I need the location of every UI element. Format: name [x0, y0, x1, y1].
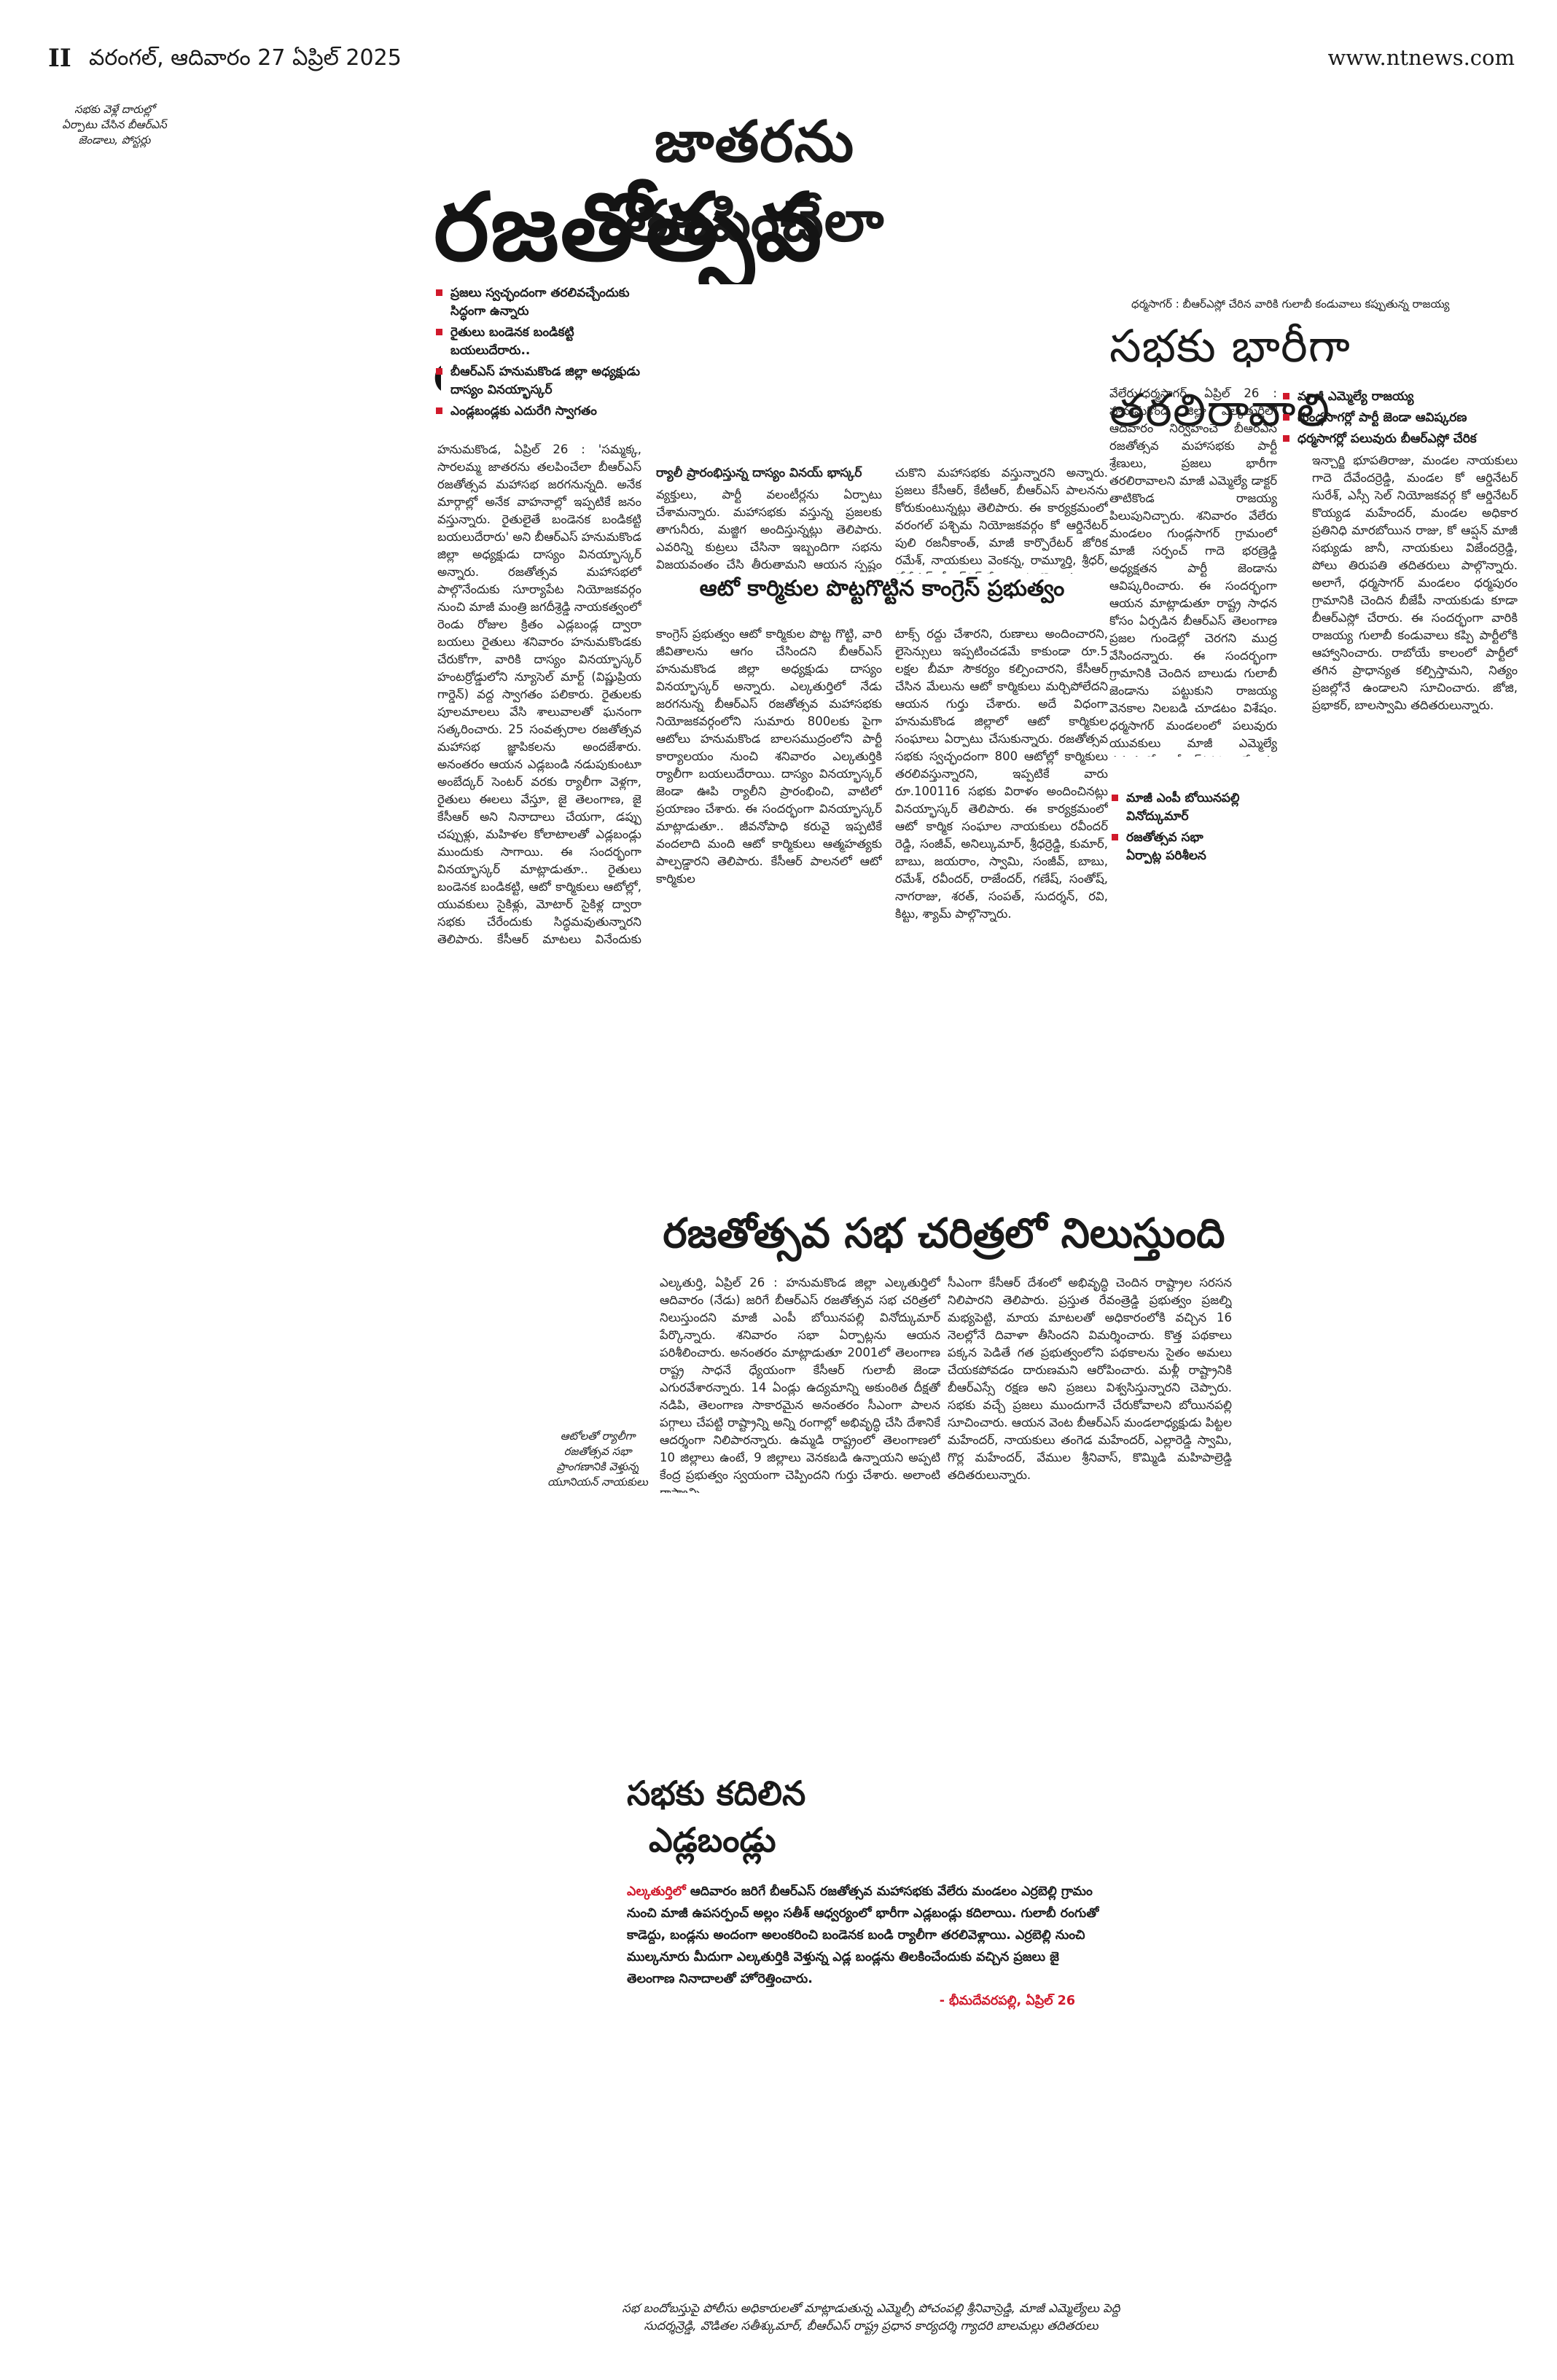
right-story-headline: సభకు భారీగా తరలిరావాలి [1109, 319, 1351, 437]
site-url[interactable]: www.ntnews.com [1327, 45, 1515, 70]
lead-column-1: హనుమకొండ, ఏప్రిల్ 26 : 'సమ్మక్క, సారలమ్మ… [437, 441, 641, 944]
right-story-photo-caption: ధర్మసాగర్ : బీఆర్ఎస్లో చేరిన వారికి గులా… [1131, 297, 1450, 311]
lead-photo-caption: ర్యాలీ ప్రారంభిస్తున్న దాస్యం వినయ్ భాస్… [656, 466, 862, 480]
lead-col2-text: వ్యక్తులు, పార్టీ వలంటీర్లను ఏర్పాటు చేశ… [656, 488, 882, 571]
dateline: వరంగల్, ఆదివారం 27 ఏప్రిల్ 2025 [89, 45, 402, 71]
right-col1-text: వేలేరు/ధర్మసాగర్, ఏప్రిల్ 26 : హనుమకొండ … [1109, 386, 1277, 757]
auto-story-column-1: కాంగ్రెస్ ప్రభుత్వం ఆటో కార్మికుల పొట్ట … [656, 625, 882, 946]
bullock-headline-line1: సభకు కదిలిన [627, 1774, 806, 1813]
right-col2-text: ఇన్చార్జి భూపతిరాజు, మండల నాయకులు గాదె ద… [1312, 453, 1518, 712]
bullock-story-headline: సభకు కదిలిన ఎడ్లబండ్లు [627, 1770, 889, 1863]
right-story-bullets: మాజీ ఎమ్మెల్యే రాజయ్య గుండ్లసాగర్లో పార్… [1283, 388, 1516, 451]
bullock-credit: - భీమదేవరపల్లి, ఏప్రిల్ 26 [939, 1994, 1075, 2008]
side-caption-item: మాజీ ఎంపీ బోయినపల్లి వినోద్కుమార్ [1112, 789, 1243, 826]
lead-column-3: చుకొని మహాసభకు వస్తున్నారని అన్నారు. ప్ర… [895, 464, 1108, 574]
right-story-column-1: వేలేరు/ధర్మసాగర్, ఏప్రిల్ 26 : హనుమకొండ … [1109, 385, 1277, 757]
bullock-story-text: ఎల్కతుర్తిలో ఆదివారం జరిగే బీఆర్ఎస్ రజతో… [627, 1881, 1108, 2012]
bullet-item: మాజీ ఎమ్మెల్యే రాజయ్య [1283, 388, 1516, 406]
middle-story-column-2: సీఎంగా కేసీఆర్ దేశంలో అభివృద్ధి చెందిన ర… [948, 1274, 1232, 1493]
middle-story-column-1: ఎల్కతుర్తి, ఏప్రిల్ 26 : హనుమకొండ జిల్లా… [660, 1274, 940, 1493]
bullet-item: బీఆర్ఎస్ హనుమకొండ జిల్లా అధ్యక్షుడు దాస్… [436, 363, 647, 399]
lead-bullets: ప్రజలు స్వచ్ఛందంగా తరలివచ్చేందుకు సిద్ధం… [436, 284, 647, 424]
middle-story-headline: రజతోత్సవ సభ చరిత్రలో నిలుస్తుంది [663, 1210, 1225, 1257]
bullet-item: రైతులు బండెనక బండికట్టి బయలుదేరారు.. [436, 324, 647, 360]
auto-story-column-2: టాక్స్ రద్దు చేశారని, రుణాలు అందించారని,… [895, 625, 1108, 946]
bullock-body: ఆదివారం జరిగే బీఆర్ఎస్ రజతోత్సవ మహాసభకు … [627, 1884, 1099, 1986]
auto-col2-text: టాక్స్ రద్దు చేశారని, రుణాలు అందించారని,… [895, 627, 1108, 921]
auto-col1-text: కాంగ్రెస్ ప్రభుత్వం ఆటో కార్మికుల పొట్ట … [656, 627, 882, 886]
bottom-photo-caption: సభ బందోబస్తుపై పోలీసు అధికారులతో మాట్లాడ… [622, 2301, 1120, 2333]
bullet-item: ప్రజలు స్వచ్ఛందంగా తరలివచ్చేందుకు సిద్ధం… [436, 284, 647, 321]
photo-caption-top-left: సభకు వెళ్లే దారుల్లో ఏర్పాటు చేసిన బీఆర్… [62, 103, 167, 147]
right-story-column-2: ఇన్చార్జి భూపతిరాజు, మండల నాయకులు గాదె ద… [1312, 452, 1518, 758]
side-caption-item: రజతోత్సవ సభా ఏర్పాట్ల పరిశీలన [1112, 829, 1243, 865]
middle-col2-text: సీఎంగా కేసీఆర్ దేశంలో అభివృద్ధి చెందిన ర… [948, 1276, 1232, 1482]
photo-caption-middle-left: ఆటోలతో ర్యాలీగా రజతోత్సవ సభా ప్రాంగణానిక… [547, 1429, 648, 1489]
page-folio: II [48, 44, 71, 73]
bullet-item: ఎండ్లబండ్లకు ఎదురేగి స్వాగతం [436, 402, 647, 421]
auto-story-headline: ఆటో కార్మికుల పొట్టగొట్టిన కాంగ్రెస్ ప్ర… [699, 576, 1065, 601]
lead-col3-text: చుకొని మహాసభకు వస్తున్నారని అన్నారు. ప్ర… [895, 466, 1108, 574]
bullet-item: ధర్మసాగర్లో పలువురు బీఆర్ఎస్లో చేరిక [1283, 430, 1516, 448]
lead-col1-text: హనుమకొండ, ఏప్రిల్ 26 : 'సమ్మక్క, సారలమ్మ… [437, 442, 641, 944]
bullock-lead-word: ఎల్కతుర్తిలో [627, 1884, 686, 1899]
lead-column-2: ర్యాలీ ప్రారంభిస్తున్న దాస్యం వినయ్ భాస్… [656, 464, 882, 572]
bullet-item: గుండ్లసాగర్లో పార్టీ జెండా ఆవిష్కరణ [1283, 409, 1516, 427]
middle-col1-text: ఎల్కతుర్తి, ఏప్రిల్ 26 : హనుమకొండ జిల్లా… [660, 1276, 940, 1493]
lead-photo [441, 284, 1097, 569]
bullock-headline-line2: ఎడ్లబండ్లు [649, 1820, 776, 1860]
lead-kicker: జాతరను తలపించేలా [624, 109, 885, 254]
right-side-captions: మాజీ ఎంపీ బోయినపల్లి వినోద్కుమార్ రజతోత్… [1112, 789, 1243, 868]
